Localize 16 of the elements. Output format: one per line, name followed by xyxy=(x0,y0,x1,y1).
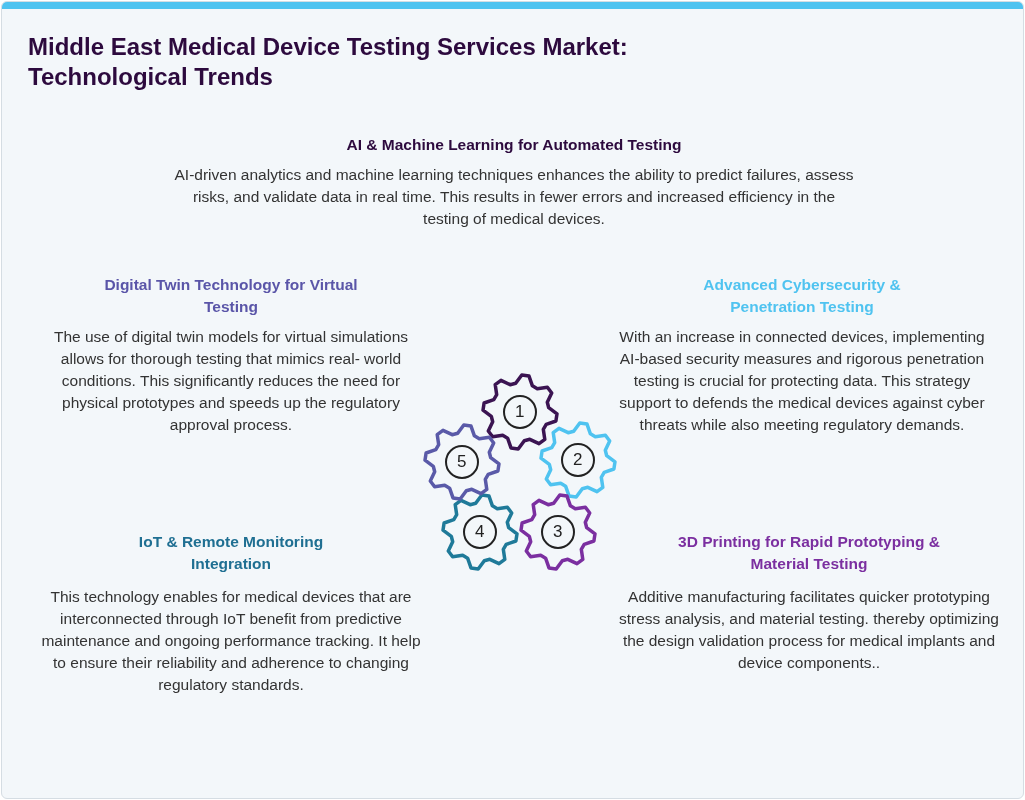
section-heading: IoT & Remote Monitoring Integration xyxy=(137,532,325,574)
title: Middle East Medical Device Testing Services Market: Technological Trends xyxy=(28,32,629,92)
step-number: 2 xyxy=(573,450,583,470)
section-text: AI-driven analytics and machine learning techniques enhances the ability to predict failures, assess risks, and validate data in real time. This results in fewer errors and increased efficiency in the testing of medical devices. xyxy=(174,165,854,229)
step-number: 5 xyxy=(457,452,467,472)
step-number: 3 xyxy=(553,522,563,542)
step-number: 1 xyxy=(515,402,525,422)
section-heading: Advanced Cybersecurity & Penetration Testing xyxy=(702,275,902,317)
section-text: This technology enables for medical devices that are interconnected through IoT benefit from predictive maintenance and ongoing performance tracking. It help to ensure their reliability and adherence to changing regulatory standards. xyxy=(40,587,422,695)
section-text: With an increase in connected devices, implementing AI-based security measures and rigorous penetration testing is crucial for protecting data. This strategy support to defends the medical devices against cyber threats while also meeting regulatory demands. xyxy=(618,327,986,435)
section-text: Additive manufacturing facilitates quicker prototyping stress analysis, and material testing. thereby optimizing the design validation process for medical implants and device components.. xyxy=(618,587,1000,673)
section-heading: AI & Machine Learning for Automated Testing xyxy=(345,135,683,155)
section-text: The use of digital twin models for virtual simulations allows for thorough testing that mimics real- world conditions. This significantly reduces the need for physical prototypes and speeds up the regulatory approval process. xyxy=(52,327,410,435)
section-heading: Digital Twin Technology for Virtual Testing xyxy=(103,275,359,317)
section-heading: 3D Printing for Rapid Prototyping & Material Testing xyxy=(677,532,941,574)
step-number: 4 xyxy=(475,522,485,542)
